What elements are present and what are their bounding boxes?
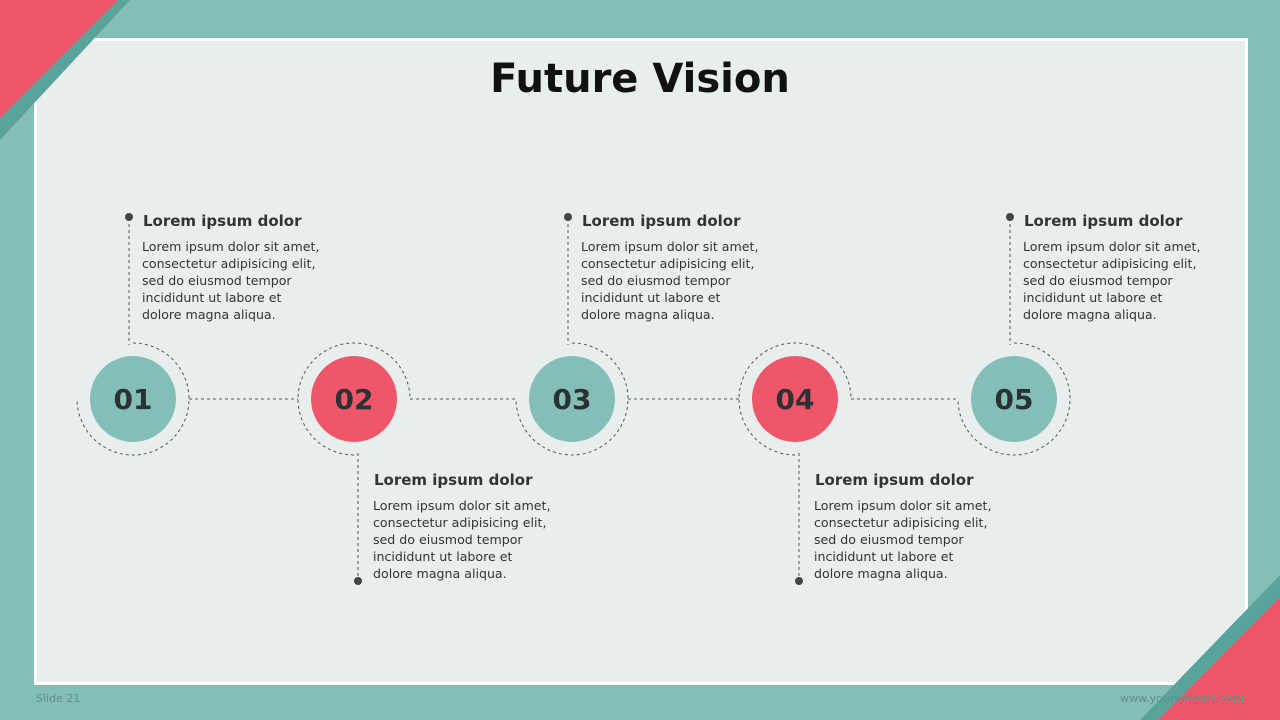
step-heading-03: Lorem ipsum dolor [582,212,741,230]
corner-decoration-bottom-right [1140,575,1280,720]
step-circle-03: 03 [529,356,615,442]
leader-dot-04 [795,577,803,585]
step-heading-01: Lorem ipsum dolor [143,212,302,230]
step-description-04: Lorem ipsum dolor sit amet, consectetur … [814,498,992,581]
slide-number: Slide 21 [36,692,81,705]
step-ring-04 [738,342,852,456]
step-ring-02 [297,342,411,456]
slide-title: Future Vision [490,56,790,102]
leader-dot-05 [1006,213,1014,221]
step-description-05: Lorem ipsum dolor sit amet, consectetur … [1023,239,1201,322]
step-description-02: Lorem ipsum dolor sit amet, consectetur … [373,498,551,581]
leader-dot-03 [564,213,572,221]
step-circle-05: 05 [971,356,1057,442]
leader-dot-01 [125,213,133,221]
corner-decoration-top-left [0,0,130,140]
step-heading-02: Lorem ipsum dolor [374,471,533,489]
step-description-01: Lorem ipsum dolor sit amet, consectetur … [142,239,320,322]
step-description-03: Lorem ipsum dolor sit amet, consectetur … [581,239,759,322]
step-heading-05: Lorem ipsum dolor [1024,212,1183,230]
website-url: www.yourwebsite.com [1120,692,1244,705]
leader-dot-02 [354,577,362,585]
content-panel [34,38,1248,685]
step-circle-02: 02 [311,356,397,442]
step-ring-03 [515,342,629,456]
step-ring-05 [957,342,1071,456]
step-heading-04: Lorem ipsum dolor [815,471,974,489]
step-circle-01: 01 [90,356,176,442]
step-ring-01 [76,342,190,456]
step-circle-04: 04 [752,356,838,442]
